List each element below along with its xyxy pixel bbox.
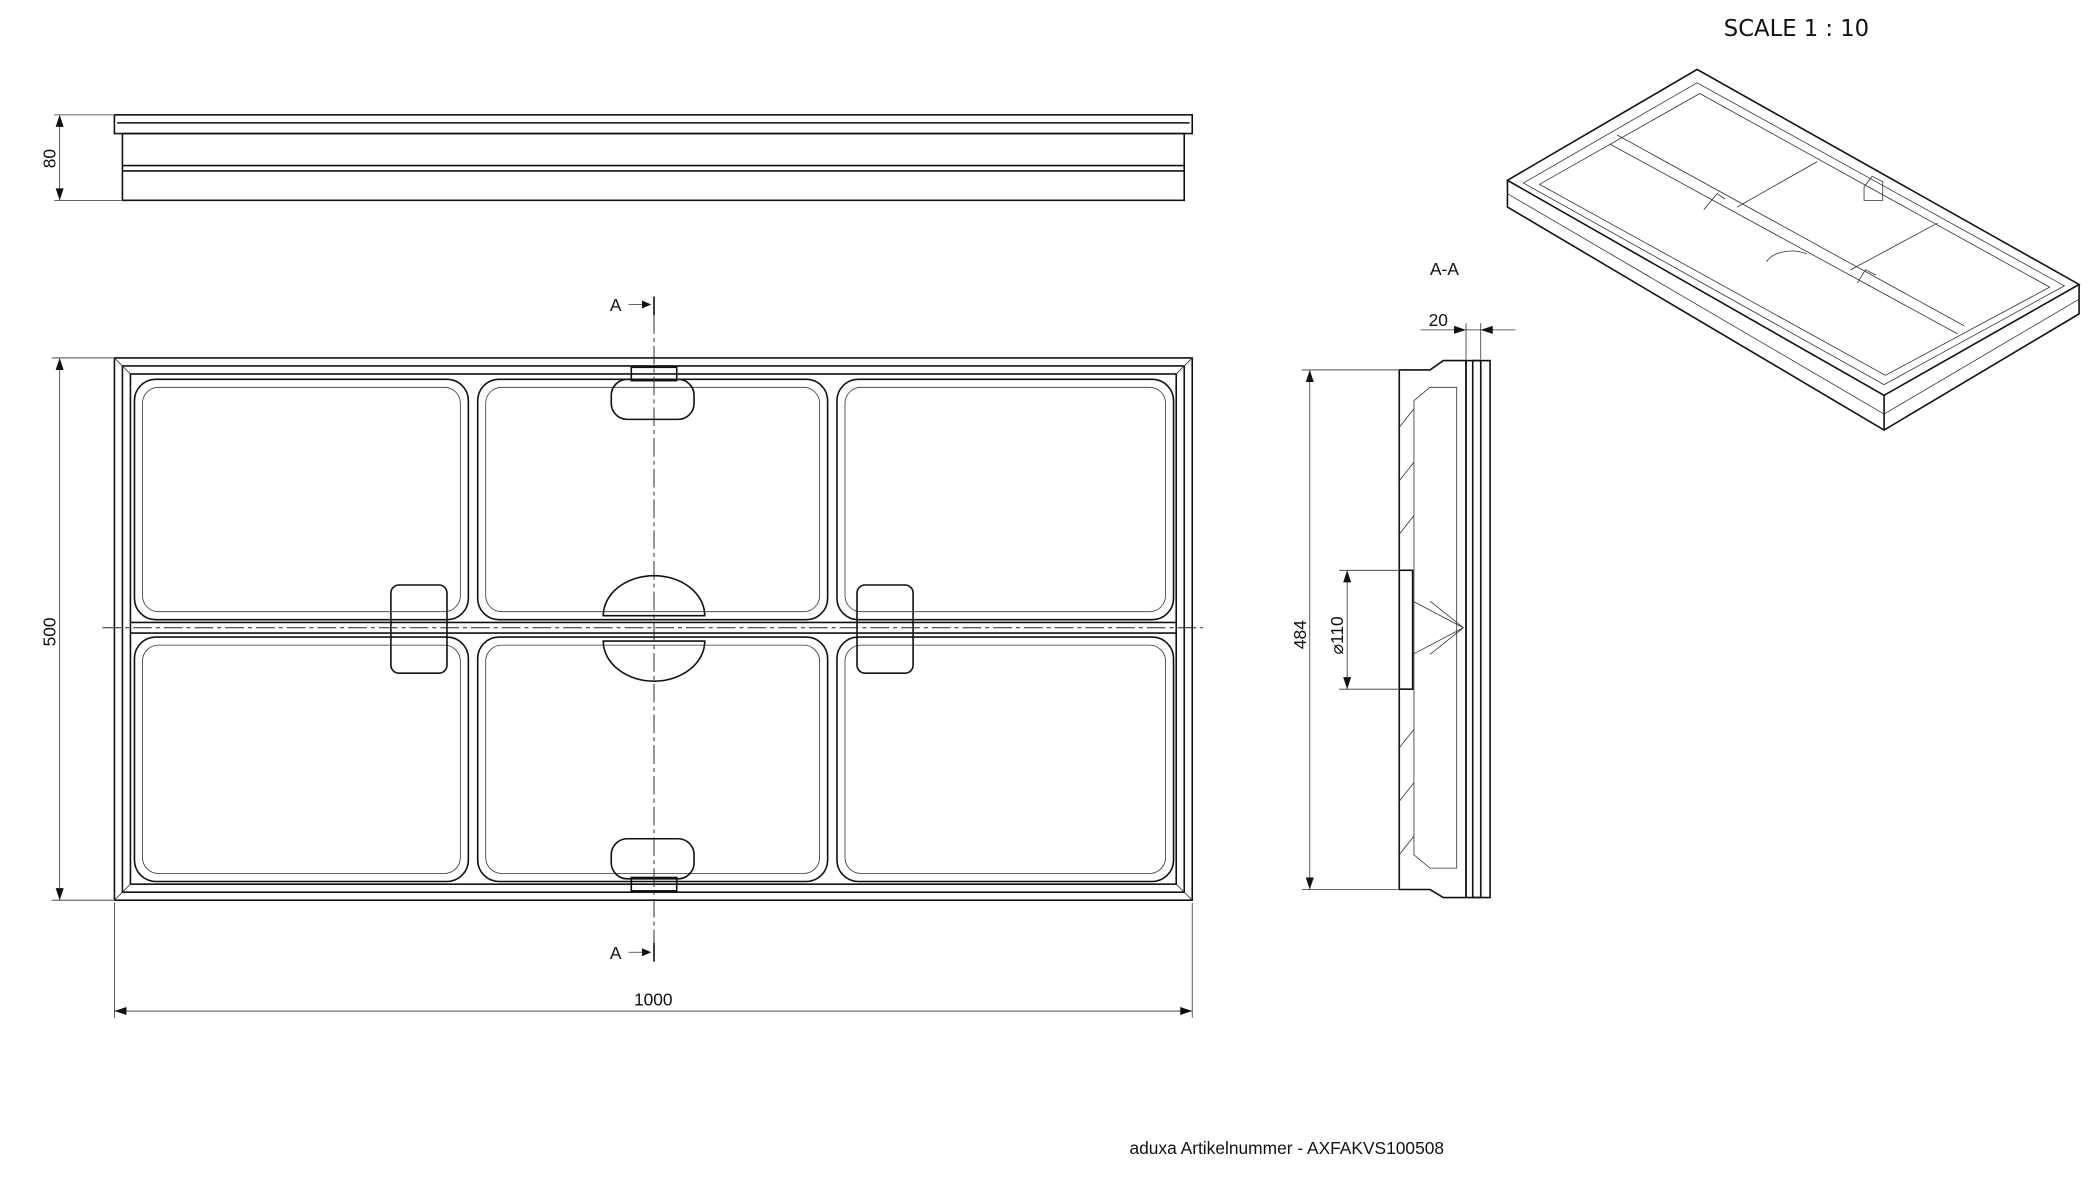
front-elevation-view: 80 — [40, 114, 1194, 202]
section-label: A-A — [1430, 259, 1459, 279]
section-marker-top: A — [610, 295, 622, 315]
article-number: aduxa Artikelnummer - AXFAKVS100508 — [1129, 1138, 1444, 1158]
width-dimension: 1000 — [634, 990, 673, 1010]
plan-view: A A 500 1000 — [40, 295, 1203, 1018]
drain-diameter-dimension: ⌀110 — [1327, 616, 1347, 654]
section-marker-bottom: A — [610, 943, 622, 963]
height-dimension: 80 — [40, 149, 60, 168]
section-view: A-A 484 ⌀110 20 — [1290, 259, 1516, 899]
rim-dimension: 20 — [1429, 310, 1448, 330]
scale-label: SCALE 1 : 10 — [1724, 16, 1869, 42]
depth-dimension: 500 — [40, 617, 60, 646]
isometric-view — [1505, 68, 2081, 431]
inner-height-dimension: 484 — [1290, 620, 1310, 649]
